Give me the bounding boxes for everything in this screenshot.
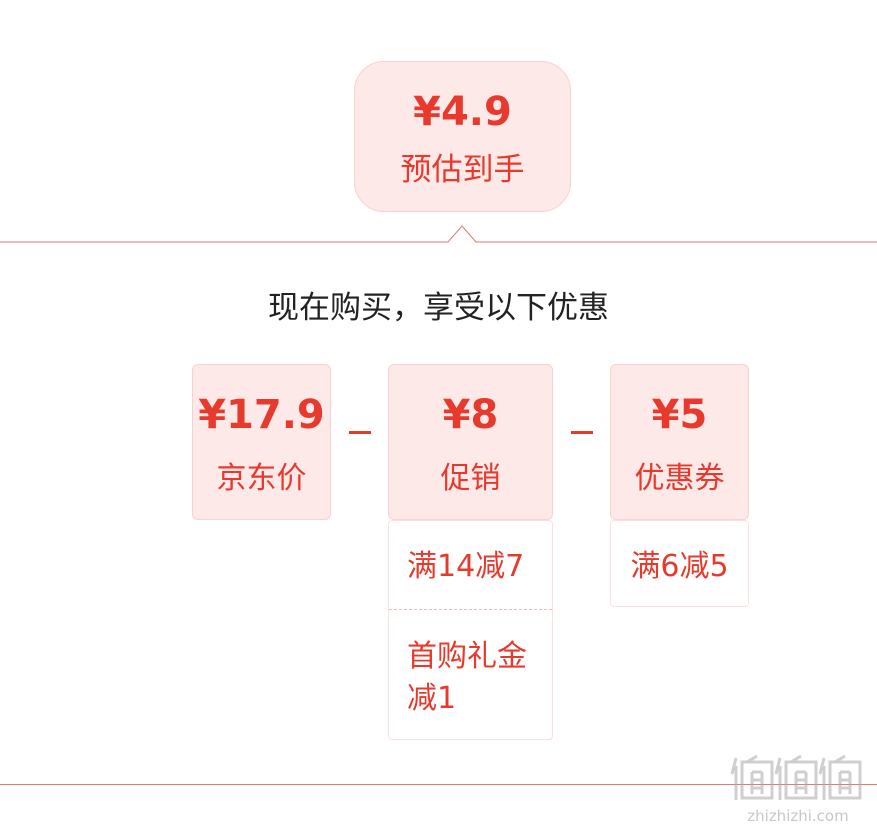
promotion-detail-item: 首购礼金减1 — [407, 639, 527, 716]
promotion-detail-item: 满14减7 — [407, 549, 525, 584]
coupon-detail-item: 满6减5 — [630, 549, 729, 584]
promotion-card: ¥8 促销 — [388, 364, 553, 520]
watermark: zhizhizhi.com — [728, 750, 868, 830]
discount-headline: 现在购买，享受以下优惠 — [268, 290, 609, 326]
estimated-price: ¥4.9 — [413, 89, 512, 135]
estimated-price-label: 预估到手 — [400, 152, 525, 188]
top-divider — [0, 225, 877, 243]
minus-sign — [349, 431, 371, 434]
watermark-text: zhizhizhi.com — [747, 807, 849, 825]
jd-price-card: ¥17.9 京东价 — [192, 364, 331, 520]
jd-price-amount: ¥17.9 — [198, 392, 325, 438]
detail-separator — [389, 609, 552, 610]
promotion-amount: ¥8 — [442, 392, 499, 438]
minus-sign — [571, 431, 593, 434]
bottom-divider — [0, 784, 877, 785]
jd-price-label: 京东价 — [216, 461, 307, 496]
coupon-label: 优惠券 — [634, 461, 725, 496]
coupon-details: 满6减5 — [610, 520, 749, 607]
promotion-label: 促销 — [440, 461, 501, 496]
estimated-price-bubble: ¥4.9 预估到手 — [354, 61, 571, 212]
promotion-details: 满14减7 首购礼金减1 — [388, 520, 553, 740]
coupon-amount: ¥5 — [651, 392, 708, 438]
coupon-card: ¥5 优惠券 — [610, 364, 749, 520]
watermark-logo-icon — [730, 754, 862, 800]
